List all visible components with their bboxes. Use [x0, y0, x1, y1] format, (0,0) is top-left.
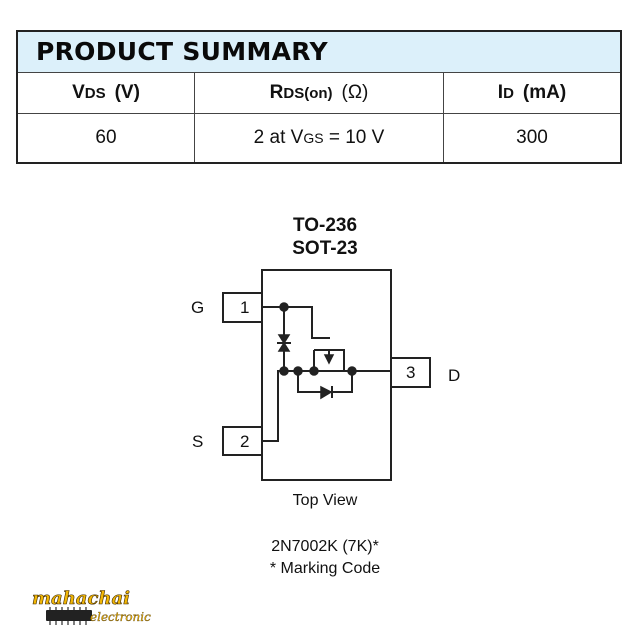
zener-diode-upper: [277, 334, 291, 345]
top-view-caption: Top View: [292, 492, 358, 509]
zener-diode-lower: [277, 341, 291, 352]
value-vds: 60: [18, 114, 195, 162]
package-line-2: SOT-23: [292, 238, 358, 259]
svg-text:electronic: electronic: [90, 610, 151, 624]
pin-gate-label: G: [191, 298, 205, 317]
package-line-1: TO-236: [292, 215, 358, 236]
svg-text:mahachai: mahachai: [32, 588, 130, 609]
pin-1-number: 1: [240, 298, 250, 317]
marking-code: 2N7002K (7K)* * Marking Code: [210, 536, 440, 580]
marking-part: 2N7002K (7K)*: [271, 538, 379, 555]
body-diode-icon: [320, 385, 333, 400]
package-outline: [261, 269, 392, 481]
value-id: 300: [516, 127, 548, 148]
package-name: TO-236 SOT-23: [230, 214, 420, 260]
body-arrow-icon: [323, 354, 335, 365]
summary-title: PRODUCT SUMMARY: [18, 32, 620, 73]
pin-source-label: S: [192, 432, 204, 451]
marking-note: * Marking Code: [269, 560, 381, 577]
mahachai-logo: mahachai electronic: [32, 588, 151, 625]
pin-3-box: [390, 357, 431, 388]
pin-3-number: 3: [406, 363, 416, 382]
pin-drain-label: D: [448, 366, 461, 385]
pin-2-number: 2: [240, 432, 250, 451]
